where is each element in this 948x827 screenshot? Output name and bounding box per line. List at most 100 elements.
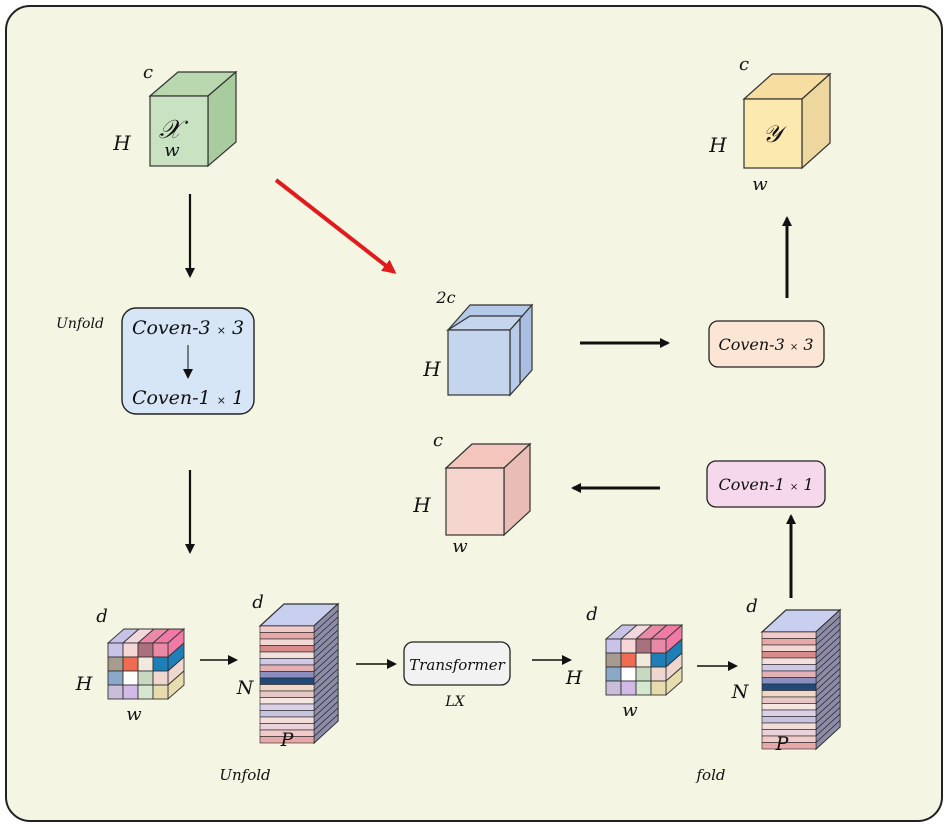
stack-right: [760, 608, 842, 751]
grid-front-cell: [635, 652, 652, 668]
stack-slice: [761, 742, 817, 750]
transformer-box: [403, 641, 511, 686]
grid-front-cell: [122, 656, 139, 672]
grid-front-cell: [620, 652, 637, 668]
arrow-red-skip: [274, 178, 397, 274]
output-cube-h-label: H: [708, 133, 727, 157]
grid-front-cell: [650, 652, 667, 668]
mid-cube-h-label: H: [412, 493, 431, 517]
grid-front-cell: [635, 638, 652, 654]
input-cube-w-label: w: [164, 140, 180, 161]
stack-slice: [259, 625, 315, 633]
coven3-box: [708, 320, 825, 368]
output-cube-w-label: w: [752, 174, 768, 195]
grid-front-cell: [620, 666, 637, 682]
grid-left-d-label: d: [96, 606, 108, 627]
grid-front-cell: [650, 666, 667, 682]
mid-cube-c: [444, 442, 532, 537]
grid-left-h-label: H: [75, 673, 93, 695]
grid-front-cell: [107, 684, 124, 700]
concat-cube-c-label: 2c: [435, 288, 455, 307]
diagram-panel: [5, 5, 943, 822]
stack-slice: [259, 690, 315, 698]
stack-slice: [259, 632, 315, 640]
stack-left: [258, 602, 340, 745]
grid-front-cell: [605, 638, 622, 654]
transformer-label: Transformer: [409, 656, 505, 674]
stack-slice: [259, 671, 315, 679]
input-cube-c-label: c: [143, 62, 153, 83]
output-cube-y: [742, 72, 832, 170]
grid-front-cell: [605, 666, 622, 682]
grid-front-cell: [137, 684, 154, 700]
coven1-box: [706, 460, 826, 508]
stack-slice: [259, 716, 315, 724]
stack-slice: [259, 677, 315, 685]
stack-slice: [761, 703, 817, 711]
grid-front-cell: [152, 642, 169, 658]
stack-slice: [761, 638, 817, 646]
input-cube-h-label: H: [112, 131, 131, 155]
stack-slice: [761, 631, 817, 639]
stack-left-n-label: N: [236, 677, 255, 699]
grid-front-cell: [152, 656, 169, 672]
stack-slice: [761, 709, 817, 717]
unfold-conv-line1: Coven-3 × 3: [132, 317, 244, 339]
grid-front-cell: [122, 684, 139, 700]
stack-left-d-label: d: [252, 592, 264, 613]
grid-right-h-label: H: [565, 667, 583, 689]
stack-slice: [259, 658, 315, 666]
grid-cube-left: [106, 628, 186, 700]
concat-cube-2c: [445, 303, 534, 397]
stack-slice: [761, 690, 817, 698]
grid-front-cell: [137, 642, 154, 658]
stack-slice: [259, 638, 315, 646]
grid-right-w-label: w: [622, 700, 638, 721]
stack-slice: [259, 736, 315, 744]
stack-slice: [761, 644, 817, 652]
grid-front-cell: [650, 680, 667, 696]
unfold-conv-line2: Coven-1 × 1: [132, 387, 244, 409]
stack-slice: [761, 657, 817, 665]
output-cube-c-label: c: [739, 54, 749, 75]
grid-front-cell: [635, 666, 652, 682]
stack-slice: [761, 696, 817, 704]
grid-front-cell: [137, 656, 154, 672]
grid-front-cell: [620, 638, 637, 654]
stack-slice: [761, 677, 817, 685]
coven1-label: Coven-1 × 1: [718, 475, 813, 494]
mid-cube-c-label: c: [433, 430, 443, 451]
coven3-label: Coven-3 × 3: [718, 335, 813, 354]
stack-slice: [761, 664, 817, 672]
grid-front-cell: [137, 670, 154, 686]
bottom-unfold-label: Unfold: [219, 766, 270, 784]
grid-front-cell: [107, 642, 124, 658]
grid-front-cell: [122, 670, 139, 686]
concat-cube-h-label: H: [422, 357, 441, 381]
stack-slice: [761, 735, 817, 743]
transformer-sub-label: LX: [444, 694, 465, 710]
grid-front-cell: [107, 670, 124, 686]
bottom-fold-label: fold: [696, 766, 726, 784]
grid-front-cell: [107, 656, 124, 672]
grid-front-cell: [605, 652, 622, 668]
mid-cube-w-label: w: [452, 536, 468, 557]
grid-cube-right: [604, 624, 684, 696]
grid-front-cell: [650, 638, 667, 654]
stack-right-d-label: d: [746, 596, 758, 617]
grid-right-d-label: d: [586, 604, 598, 625]
stack-slice: [761, 683, 817, 691]
stack-slice: [761, 651, 817, 659]
grid-front-cell: [152, 670, 169, 686]
stack-slice: [259, 664, 315, 672]
grid-front-cell: [635, 680, 652, 696]
stack-slice: [259, 684, 315, 692]
stack-slice: [761, 729, 817, 737]
stack-slice: [259, 645, 315, 653]
grid-front-cell: [152, 684, 169, 700]
stack-right-p-label: P: [775, 733, 790, 755]
grid-left-w-label: w: [126, 704, 142, 725]
unfold-side-label: Unfold: [56, 316, 104, 332]
